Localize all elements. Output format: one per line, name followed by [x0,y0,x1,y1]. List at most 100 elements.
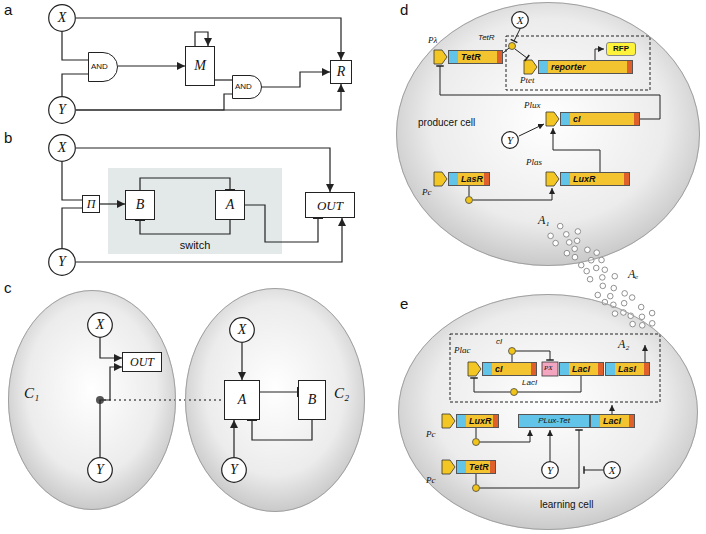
node-label: R [337,65,346,79]
connector [140,220,230,234]
signal-molecule [602,267,608,273]
dashed-box [450,334,660,402]
node-label: Y [96,463,104,477]
connector [215,79,232,80]
promoter [524,60,537,74]
signal-molecule [607,293,613,299]
signal-molecule [639,314,645,320]
cell-outline [399,295,698,530]
node-label: AND [91,63,108,71]
signal-molecule [649,310,655,316]
gene-name: TetR [469,463,489,472]
part-label: Pλ [428,36,437,45]
signal-circle: Y [501,131,519,149]
gate-outline [233,76,262,99]
process-box: R [330,60,352,84]
gene-box: TetR [448,50,503,64]
wire [480,430,579,488]
signal-molecule [639,322,645,328]
signal-molecule [574,238,580,244]
signal-circle: X [511,11,529,29]
promoter [442,414,455,428]
promoter [546,112,559,126]
circle-outline [230,318,255,343]
signal-molecule [594,250,600,256]
signal-molecule [557,223,563,229]
signal-circle: X [48,4,76,32]
connector [241,343,242,380]
connector [76,94,232,110]
connector [262,72,330,87]
signal-circle: Y [221,457,247,483]
wire [595,49,604,60]
part-label: A₂ [618,338,630,350]
node-label: B [136,198,145,212]
signal-molecule [611,285,617,291]
part-label: TetR [478,34,495,42]
wire [584,470,603,471]
panel-letter: e [400,296,408,311]
signal-molecule [638,304,644,310]
panel-letter: c [4,280,12,295]
cell-name: learning cell [540,500,593,510]
promoter [546,172,559,186]
protein-dot [473,485,480,492]
part-label: A₁ [538,214,550,226]
cell-outline [398,294,698,530]
connector [118,65,185,66]
switch-band: switchBA [108,168,282,254]
circle-outline [88,313,113,338]
signal-molecule [585,247,591,253]
cell-name: C₂ [334,386,349,401]
node-label: AND [235,83,252,91]
gate-outline [89,53,118,82]
cell: learning cellcILacILasILuxRPLux-TetLacIT… [398,294,698,530]
gene-box: LuxR [456,414,499,428]
part-label: Plux [524,101,541,110]
circle-outline [604,462,621,479]
gene-name: TetR [461,53,481,62]
signal-circle: X [87,312,113,338]
process-box: OUT [305,192,355,218]
cell-name: C₁ [24,386,39,401]
wire [476,474,477,484]
panel-letter: a [4,2,12,17]
cell-name: producer cell [418,118,475,128]
gene-name: LasI [618,365,636,374]
panel-letter: d [400,2,408,17]
signal-molecule [584,268,590,274]
signal-molecule [566,240,572,246]
signal-circle: X [603,461,621,479]
protein-dot [509,348,516,355]
signal-molecule [563,232,569,238]
connector [76,218,342,262]
process-box: B [125,190,155,220]
and-gate: AND [232,75,262,99]
cell-ground [398,294,698,530]
promoter [542,362,558,376]
node-label: A [238,393,247,407]
wire [612,405,613,414]
node-label: OUT [317,199,343,212]
cell: C₁XOUTY [8,290,176,510]
dashed-box [450,36,660,402]
dashed-box [506,36,650,90]
node-label: A [226,198,235,212]
gene-name: cI [573,115,581,124]
node-label: X [609,465,616,476]
wire [514,29,520,41]
cell-outline [396,2,700,266]
signal-molecule [621,300,627,306]
signal-circle: Y [541,461,559,479]
gene-name: RFP [613,45,629,53]
circle-outline [542,462,559,479]
part-label: Pc [422,188,432,197]
part-label: Pc [426,476,436,485]
gene-name: LacI [603,417,621,426]
and-gate: AND [88,52,118,82]
promoter-box: PLux-Tet [518,414,590,428]
connector [100,367,122,457]
part-label: Aₑ [628,268,638,280]
wire [553,128,600,172]
connector [62,74,88,96]
